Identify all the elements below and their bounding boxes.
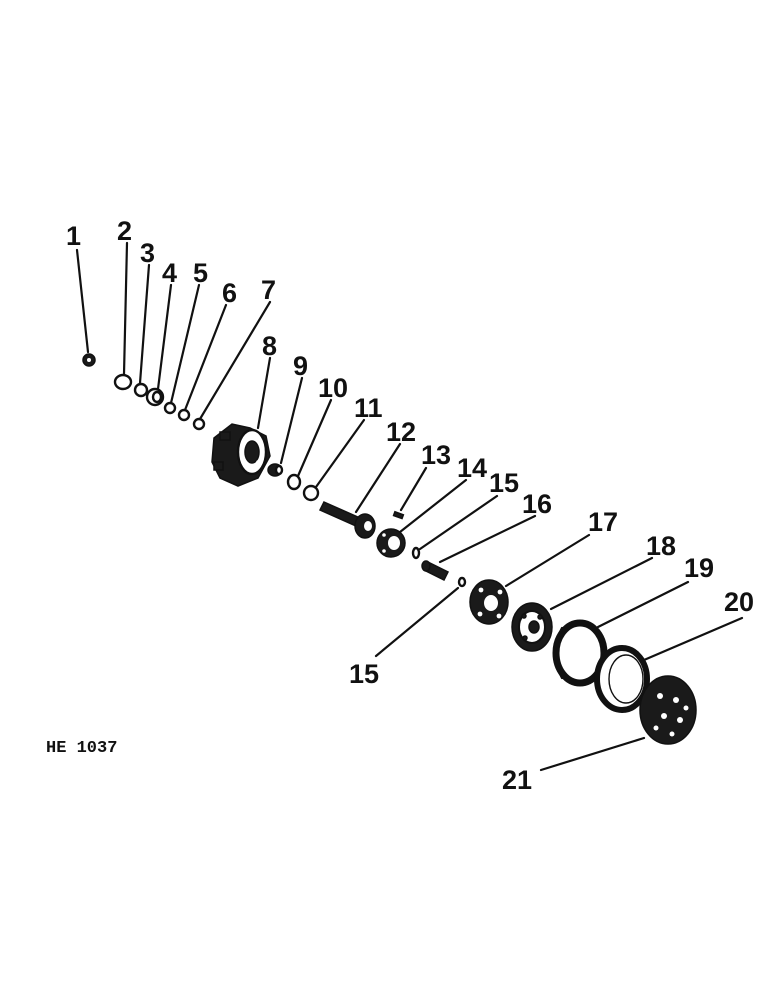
callout-2: 2 [117, 216, 132, 246]
callout-1: 1 [66, 221, 81, 251]
callout-11: 11 [354, 393, 383, 423]
part-20-ring [594, 645, 650, 713]
callout-8: 8 [262, 331, 277, 361]
callout-21: 21 [502, 765, 532, 795]
part-13-key [392, 510, 405, 520]
part-18-gear [511, 602, 553, 652]
part-10-ring [286, 473, 302, 491]
callout-3: 3 [140, 238, 155, 268]
part-14-rotor [376, 528, 406, 558]
callout-14: 14 [457, 453, 487, 483]
callout-7: 7 [261, 275, 276, 305]
part-12-shaft [318, 501, 376, 539]
callout-10: 10 [318, 373, 348, 403]
part-15-ring-upper [411, 546, 421, 560]
callout-15-lower: 15 [349, 659, 379, 689]
callout-labels: 1 2 3 4 5 6 7 8 9 10 11 12 13 14 15 16 1… [66, 216, 754, 795]
part-2-washer [113, 373, 133, 391]
part-11-oring [302, 484, 320, 502]
part-7-ring [192, 417, 206, 431]
part-6-ring [177, 408, 191, 422]
callout-16: 16 [522, 489, 552, 519]
part-9-bushing [267, 463, 284, 477]
part-3-ring [133, 382, 149, 398]
callout-9: 9 [293, 351, 308, 381]
part-16-pin [421, 560, 450, 582]
callout-6: 6 [222, 278, 237, 308]
part-21-cover-plate [639, 675, 697, 745]
part-5-ring [163, 401, 177, 415]
callout-4: 4 [162, 258, 177, 288]
callout-12: 12 [386, 417, 416, 447]
parts [82, 353, 697, 745]
part-15-ring-lower [457, 576, 467, 588]
callout-18: 18 [646, 531, 676, 561]
leader-lines [75, 241, 744, 772]
part-1-nut [82, 353, 96, 367]
part-4-bushing [145, 387, 165, 407]
callout-17: 17 [588, 507, 618, 537]
callout-13: 13 [421, 440, 451, 470]
figure-id: HE 1037 [46, 739, 117, 758]
callout-5: 5 [193, 258, 208, 288]
part-8-housing [211, 423, 271, 487]
callout-19: 19 [684, 553, 714, 583]
callout-20: 20 [724, 587, 754, 617]
part-17-plate [469, 579, 509, 625]
callout-15-upper: 15 [489, 468, 519, 498]
